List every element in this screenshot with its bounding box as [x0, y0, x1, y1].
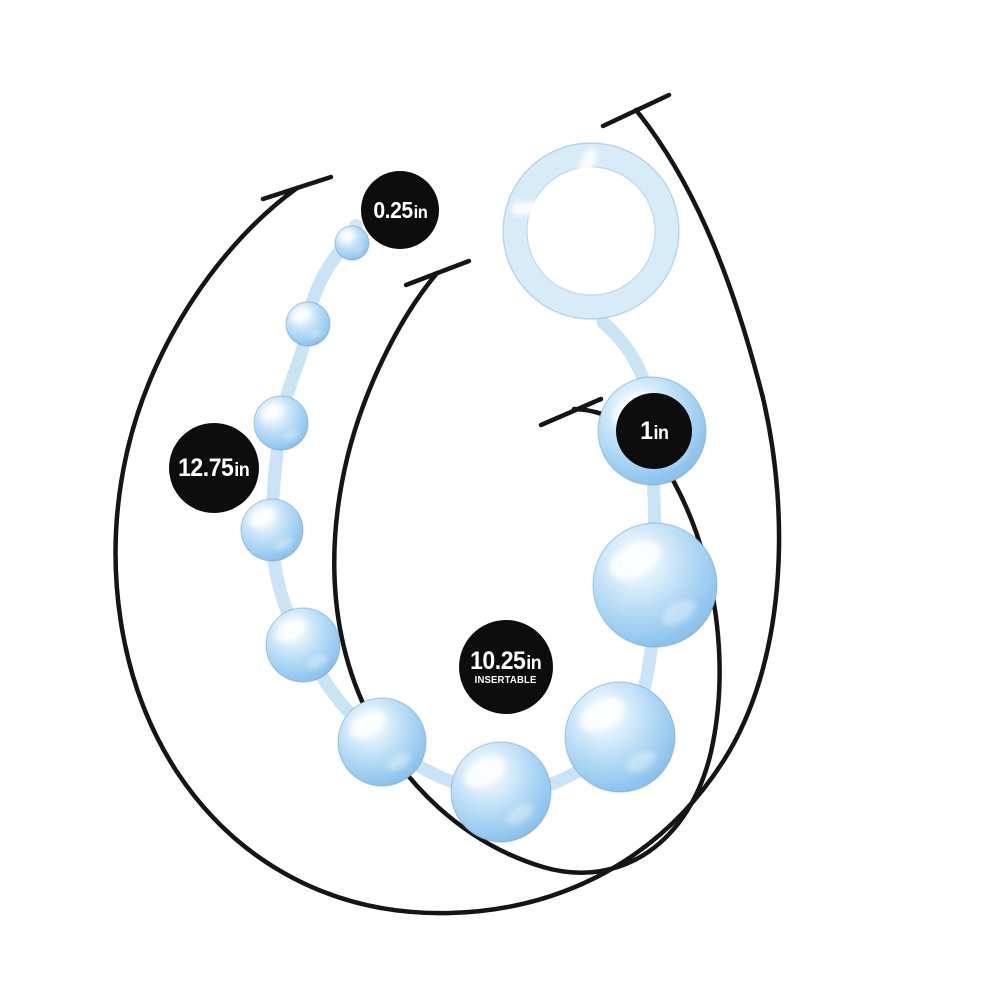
bead — [285, 301, 331, 347]
bead-highlight — [261, 403, 284, 421]
bead-sheen — [275, 537, 293, 551]
loop-ring-gloss — [511, 148, 598, 216]
bead — [592, 522, 718, 648]
inner-arc-start-tick — [403, 258, 472, 288]
tip-bead-size-value: 0.25 — [372, 196, 413, 223]
loop-ring — [502, 142, 680, 320]
outer-arc-start-tick — [260, 174, 334, 202]
outer-arc-line — [113, 107, 782, 916]
bead-highlight — [609, 541, 661, 580]
inner-arc-end-tick — [538, 396, 604, 428]
bead-sheen — [310, 329, 323, 339]
bead-highlight — [292, 308, 310, 322]
bead-highlight — [580, 698, 625, 732]
bead-highlight — [276, 618, 307, 642]
bead-sheen — [353, 247, 364, 255]
bead-sheen — [661, 600, 696, 626]
bead-sheen — [625, 750, 656, 773]
large-bead-size-value: 1 — [639, 416, 653, 445]
bead-string — [240, 225, 718, 843]
bead-highlight — [339, 230, 354, 242]
tip-bead-size-unit: in — [413, 201, 428, 222]
inner-measure-arc — [332, 258, 722, 875]
bead-sheen — [386, 752, 411, 771]
large-bead-size-unit: in — [653, 421, 669, 444]
insertable-length-value: 10.25 — [470, 646, 526, 675]
bead — [564, 681, 676, 793]
bead — [253, 395, 309, 451]
inner-arc-line — [332, 270, 722, 875]
bead — [337, 697, 427, 787]
outer-measure-arc — [113, 92, 782, 916]
bead-highlight — [464, 756, 506, 788]
insertable-length-unit: in — [526, 651, 543, 674]
bead-highlight — [350, 710, 386, 738]
total-length-unit: in — [234, 458, 251, 481]
bead-highlight — [249, 508, 275, 528]
total-length-value: 12.75 — [178, 453, 234, 482]
outer-arc-end-tick — [600, 92, 672, 129]
bead-sheen — [283, 429, 299, 441]
bead — [334, 225, 370, 261]
bead-sheen — [506, 804, 534, 825]
bead — [450, 741, 552, 843]
bead-sheen — [307, 654, 328, 670]
insertable-note: INSERTABLE — [475, 674, 537, 686]
bead — [265, 607, 341, 683]
bead — [240, 498, 304, 562]
